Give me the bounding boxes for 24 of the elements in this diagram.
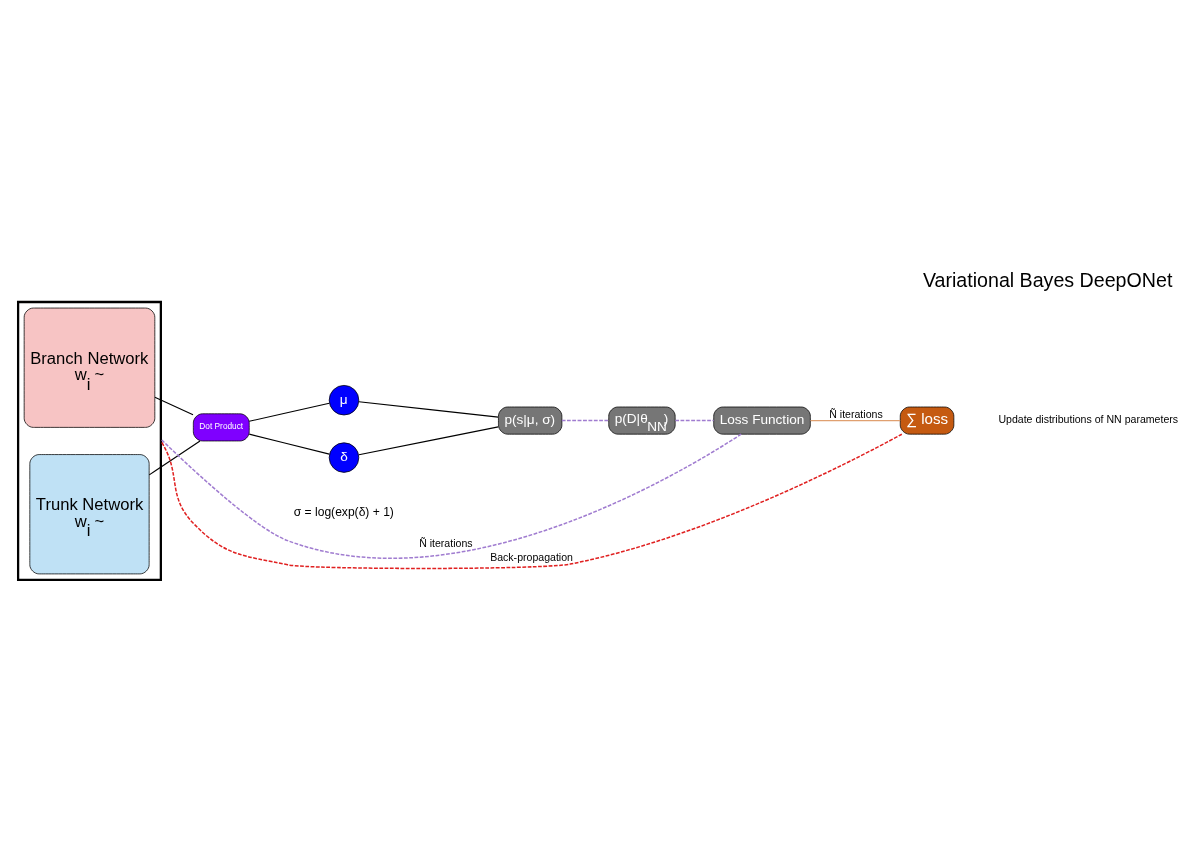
node-circle: μ: [328, 384, 360, 415]
connector: [561, 419, 610, 421]
label: Update distributions of NN parameters: [998, 412, 1179, 425]
edge-label: Ñ iterations: [829, 407, 883, 420]
connector: [809, 419, 901, 421]
node-box: Loss Function: [713, 406, 811, 435]
connector: [154, 396, 194, 415]
connector: [160, 432, 742, 559]
node-box: ∑ loss: [899, 406, 955, 435]
edge-label: Back-propagation: [490, 550, 573, 563]
node-label: σ = log(exp(δ) + 1): [293, 504, 394, 519]
cluster: [17, 300, 162, 581]
connector: [148, 440, 201, 475]
connector: [358, 425, 499, 455]
edge-label: Ñ iterations: [419, 536, 473, 549]
connector: [160, 433, 903, 569]
connector: [248, 433, 330, 455]
connector: [674, 419, 715, 421]
node-box: p(s|μ, σ): [498, 406, 563, 435]
connector: [248, 402, 330, 422]
connector: [358, 400, 499, 418]
node-circle: δ: [328, 441, 360, 473]
diagram-title: Variational Bayes DeepONet: [922, 268, 1173, 291]
node-box: Dot Product: [192, 412, 250, 441]
